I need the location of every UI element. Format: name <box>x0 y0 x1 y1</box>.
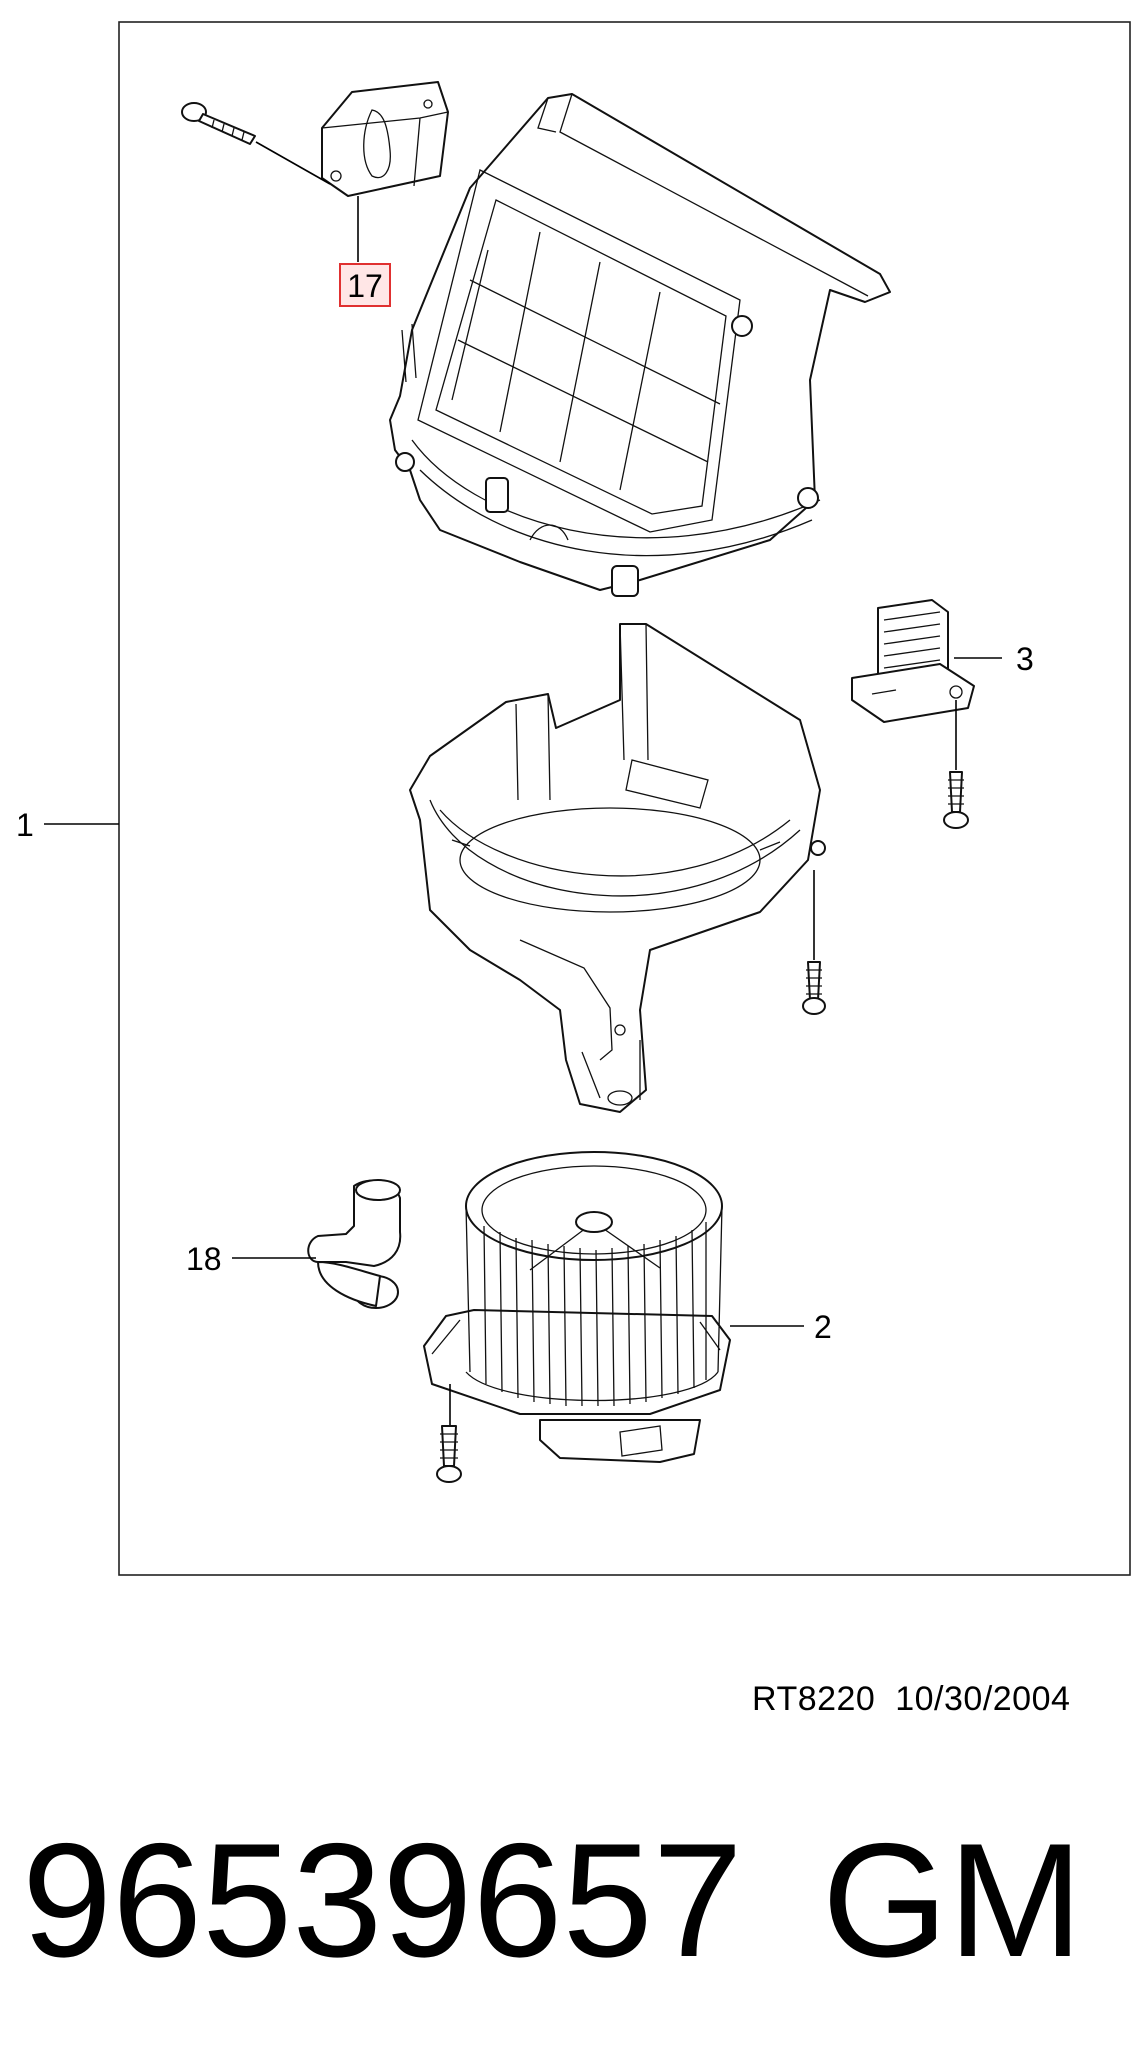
callout-2: 2 <box>814 1309 832 1345</box>
callout-17-highlight <box>339 263 391 307</box>
screw-mid <box>802 961 826 1015</box>
reference-code: RT8220 10/30/2004 <box>752 1680 1071 1718</box>
scroll-housing[interactable] <box>409 623 826 1113</box>
callout-18: 18 <box>186 1241 222 1277</box>
upper-housing[interactable] <box>389 93 891 597</box>
blower-motor-part-2[interactable] <box>423 1151 731 1463</box>
callout-1: 1 <box>16 807 34 843</box>
resistor-part-3[interactable] <box>851 599 975 723</box>
callout-17: 17 <box>347 268 383 304</box>
screw-part-17 <box>181 102 256 145</box>
actuator-part-17[interactable] <box>321 81 449 197</box>
part-number: 96539657 <box>22 1810 743 1991</box>
hose-part-18[interactable] <box>307 1179 402 1309</box>
brand-label: GM <box>822 1810 1083 1991</box>
exploded-parts-diagram: 17 <box>16 21 1131 1576</box>
screw-part-3 <box>943 771 969 829</box>
callout-3: 3 <box>1016 641 1034 677</box>
assembly-frame <box>118 21 1131 1576</box>
screw-part-2 <box>436 1425 462 1483</box>
